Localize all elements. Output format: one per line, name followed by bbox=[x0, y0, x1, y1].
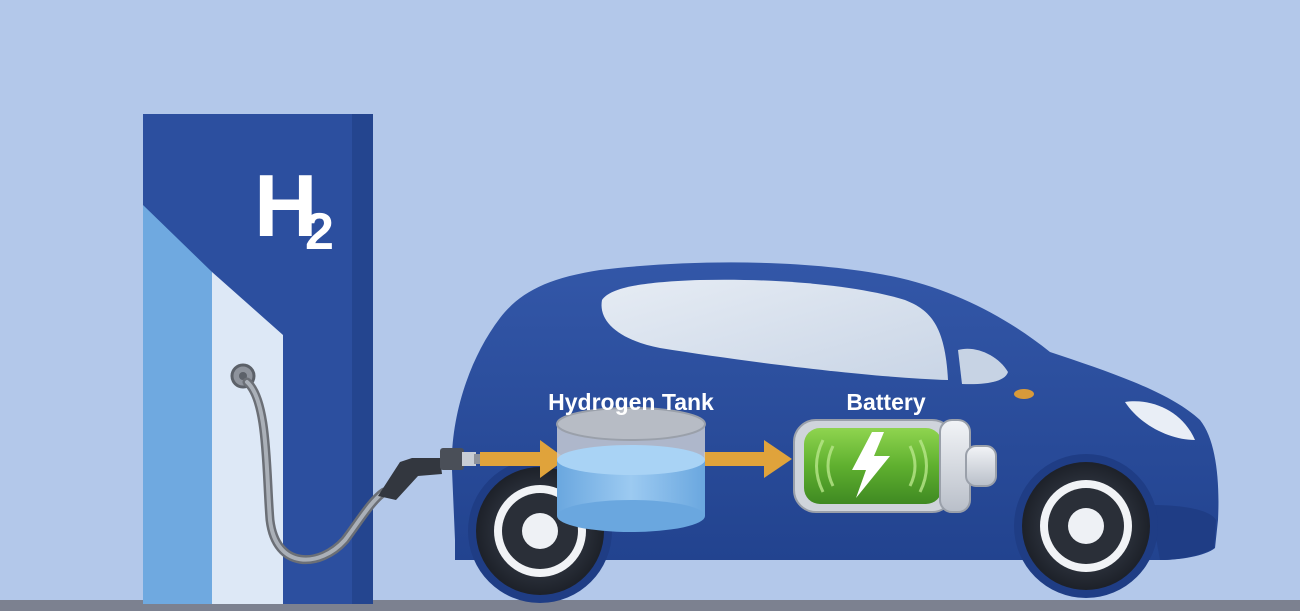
front-wheel bbox=[1014, 454, 1158, 598]
hydrogen-station: H 2 bbox=[143, 114, 373, 604]
flow-arrow-nozzle-to-tank bbox=[480, 440, 566, 478]
hydrogen-tank-label: Hydrogen Tank bbox=[548, 389, 714, 415]
side-mirror bbox=[958, 348, 1008, 385]
hydrogen-tank bbox=[556, 407, 706, 532]
car-window bbox=[601, 279, 948, 380]
battery-label: Battery bbox=[846, 389, 925, 415]
station-light-panel bbox=[143, 205, 212, 604]
h2-subscript: 2 bbox=[305, 203, 334, 261]
flow-arrow-tank-to-battery bbox=[704, 440, 792, 478]
battery-terminal bbox=[965, 445, 997, 487]
fuel-door bbox=[1014, 389, 1034, 399]
ground-strip bbox=[0, 600, 1300, 611]
battery bbox=[793, 419, 997, 513]
lightning-bolt-icon bbox=[852, 432, 890, 498]
station-white-panel bbox=[212, 272, 283, 604]
fuel-nozzle-icon bbox=[378, 448, 480, 500]
headlight bbox=[1125, 401, 1195, 440]
h2-symbol: H bbox=[254, 156, 318, 255]
